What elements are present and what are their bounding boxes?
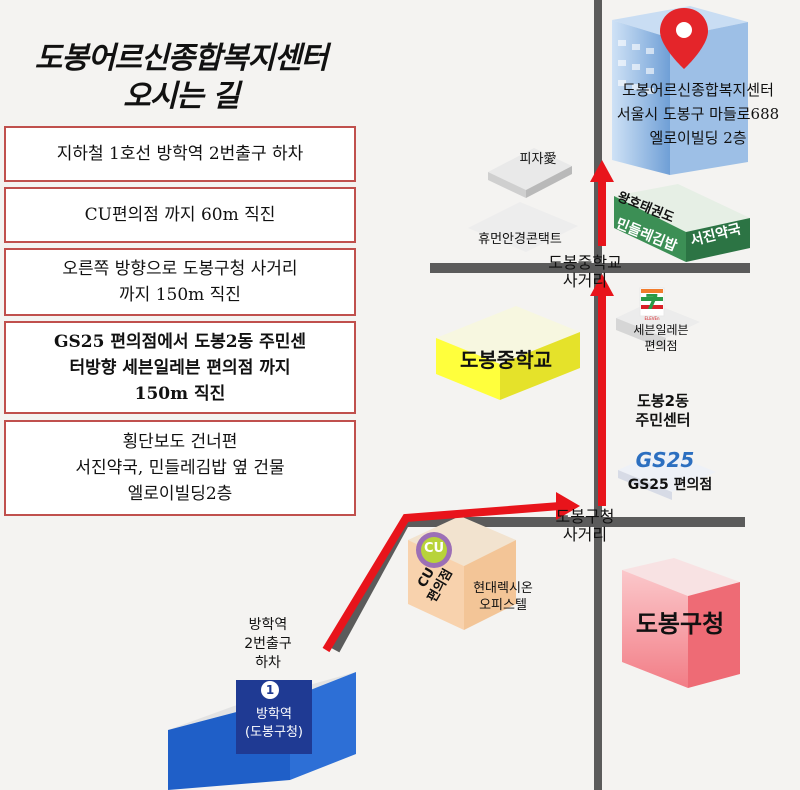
- humen-label: 휴먼안경콘택트: [478, 232, 562, 247]
- destination-name: 도봉어르신종합복지센터: [622, 81, 774, 99]
- location-pin-icon: [660, 8, 708, 69]
- humen-building: [468, 202, 578, 252]
- hyundai-label: 현대렉시온 오피스텔: [473, 581, 533, 613]
- pizza-label: 피자愛: [519, 152, 557, 167]
- middle-school-building: [436, 306, 580, 400]
- cu-logo-icon: [416, 532, 452, 568]
- direction-step-4: GS25 편의점에서 도봉2동 주민센 터방향 세븐일레븐 편의점 까지 150…: [4, 321, 356, 414]
- cu-building: [408, 516, 516, 630]
- gs25-logo: GS25: [635, 448, 695, 472]
- gu-office-building: [622, 558, 740, 688]
- seven-eleven-building: [616, 302, 700, 350]
- gu-office-intersection-label: 도봉구청 사거리: [555, 507, 615, 544]
- direction-step-3: 오른쪽 방향으로 도봉구청 사거리 까지 150m 직진: [4, 248, 356, 316]
- title-line-2: 오시는 길: [123, 79, 240, 114]
- line-number: 1: [265, 683, 275, 697]
- destination-address: 서울시 도봉구 마들로688: [616, 105, 780, 123]
- station-exit-label: 방학역 2번출구 하차: [244, 617, 292, 671]
- page-title: 도봉어르신종합복지센터 오시는 길: [8, 40, 354, 116]
- direction-step-2: CU편의점 까지 60m 직진: [4, 187, 356, 243]
- gs25-building: [618, 450, 716, 500]
- community-center-label: 도봉2동 주민센터: [635, 392, 691, 429]
- gu-office-label: 도봉구청: [635, 610, 725, 638]
- route-arrow: [322, 160, 614, 653]
- station-name-label: 방학역 (도봉구청): [245, 707, 303, 740]
- destination-label: 도봉어르신종합복지센터 서울시 도봉구 마들로688 엘로이빌딩 2층: [600, 78, 796, 150]
- title-line-1: 도봉어르신종합복지센터: [34, 41, 329, 76]
- direction-step-1: 지하철 1호선 방학역 2번출구 하차: [4, 126, 356, 182]
- middle-school-label: 도봉중학교: [460, 348, 552, 372]
- seven-eleven-logo-number: 7: [645, 290, 659, 314]
- middle-school-intersection-label: 도봉중학교 사거리: [548, 253, 622, 290]
- gs25-label: GS25 편의점: [627, 477, 713, 493]
- cu-logo-text: CU: [423, 541, 445, 556]
- green-building: [614, 184, 750, 262]
- seven-eleven-label: 세븐일레븐 편의점: [633, 323, 689, 353]
- seven-eleven-logo: [639, 287, 665, 317]
- pizza-building: [488, 148, 572, 198]
- destination-building-floor: 엘로이빌딩 2층: [649, 129, 747, 147]
- line-1-icon: [261, 681, 279, 699]
- direction-step-5: 횡단보도 건너편 서진약국, 민들레김밥 옆 건물 엘로이빌딩2층: [4, 420, 356, 516]
- seven-eleven-logo-text: ELEVEn: [644, 316, 660, 321]
